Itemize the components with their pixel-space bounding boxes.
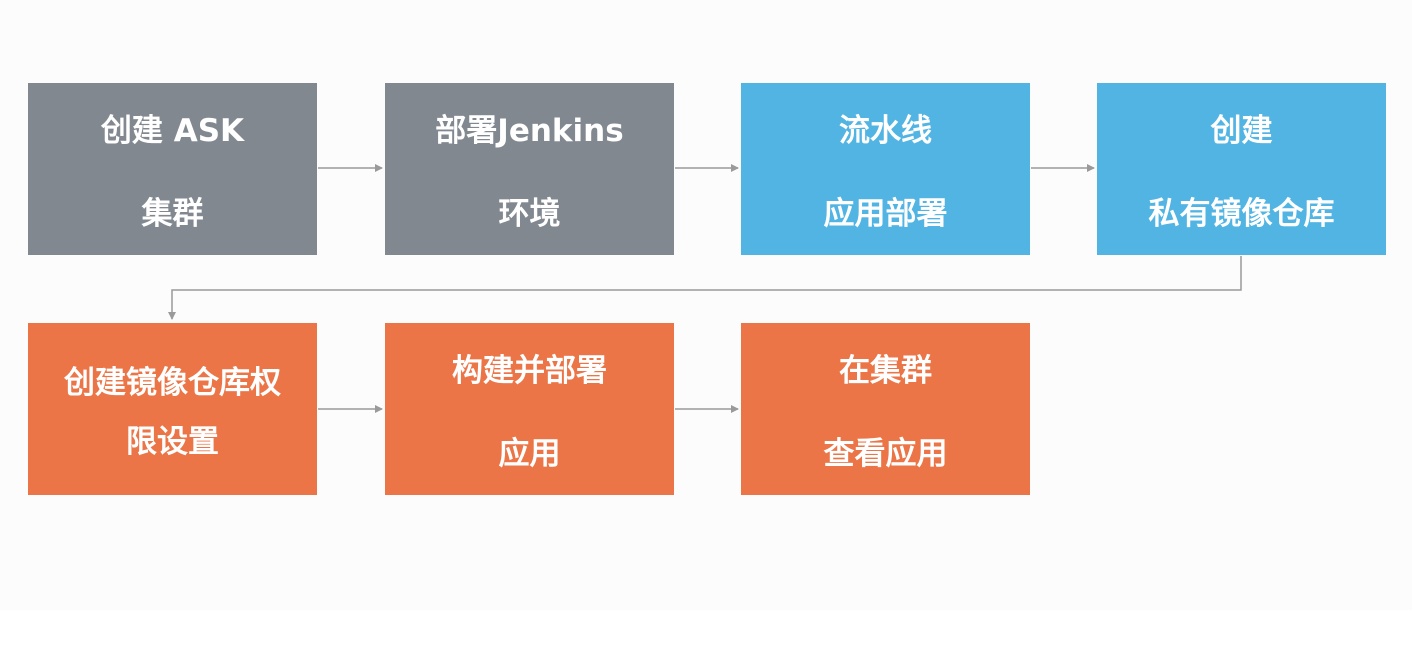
step-label-line: 创建镜像仓库权 [64, 365, 281, 401]
step-label-line: 应用部署 [823, 196, 948, 232]
step-build-and-deploy: 构建并部署 应用 [385, 323, 674, 495]
step-label-line: 创建 ASK [100, 113, 245, 149]
step-label-line: 创建 [1210, 113, 1273, 149]
step-label-line: 部署Jenkins [435, 113, 624, 149]
step-registry-permissions: 创建镜像仓库权 限设置 [28, 323, 317, 495]
step-label-line: 查看应用 [823, 436, 948, 472]
step-deploy-jenkins: 部署Jenkins 环境 [385, 83, 674, 255]
step-label-line: 环境 [498, 196, 561, 232]
step-label-line: 应用 [498, 436, 561, 472]
step-label-line: 私有镜像仓库 [1148, 196, 1335, 232]
step-label-line: 流水线 [839, 113, 932, 149]
step-label-line: 集群 [141, 196, 204, 232]
step-create-ask-cluster: 创建 ASK 集群 [28, 83, 317, 255]
step-label-line: 限设置 [126, 424, 219, 460]
step-label-line: 在集群 [839, 353, 932, 389]
step-create-private-registry: 创建 私有镜像仓库 [1097, 83, 1386, 255]
step-label-line: 构建并部署 [452, 353, 607, 389]
step-view-app-in-cluster: 在集群 查看应用 [741, 323, 1030, 495]
step-pipeline-deploy: 流水线 应用部署 [741, 83, 1030, 255]
bottom-band [0, 610, 1412, 666]
